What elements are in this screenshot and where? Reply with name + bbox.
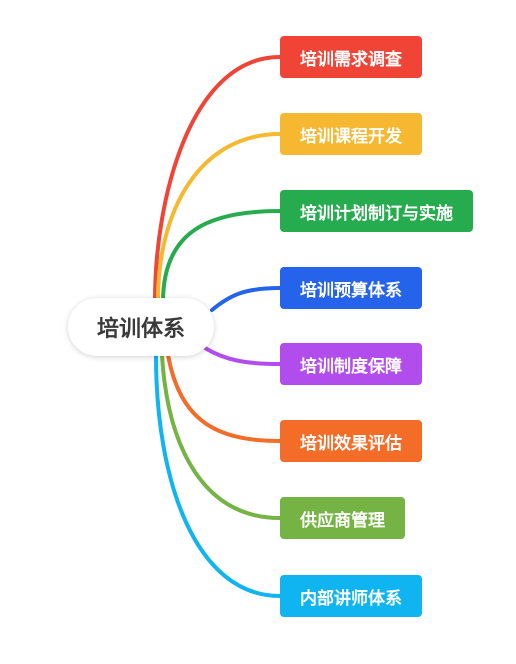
branch-node-plan-and-implementation[interactable]: 培训计划制订与实施 xyxy=(280,190,473,232)
branch-node-course-development[interactable]: 培训课程开发 xyxy=(280,113,422,155)
connector-branch-5 xyxy=(203,346,282,366)
branch-node-training-needs-survey[interactable]: 培训需求调查 xyxy=(280,36,422,78)
branch-node-supplier-management[interactable]: 供应商管理 xyxy=(280,497,405,539)
connector-branch-8 xyxy=(154,354,282,598)
branch-node-label: 供应商管理 xyxy=(300,510,385,531)
connector-branch-6 xyxy=(166,353,282,443)
branch-node-label: 培训效果评估 xyxy=(300,433,402,454)
root-node-training-system[interactable]: 培训体系 xyxy=(68,298,214,356)
connector-branch-1 xyxy=(153,55,282,302)
branch-node-label: 培训预算体系 xyxy=(300,280,402,301)
branch-node-effect-evaluation[interactable]: 培训效果评估 xyxy=(280,420,422,462)
branch-node-label: 培训课程开发 xyxy=(300,126,402,147)
branch-node-label: 培训计划制订与实施 xyxy=(300,203,453,224)
connector-branch-3 xyxy=(161,209,282,304)
branch-node-label: 培训需求调查 xyxy=(300,49,402,70)
branch-node-label: 培训制度保障 xyxy=(300,356,402,377)
branch-node-budget-system[interactable]: 培训预算体系 xyxy=(280,267,422,309)
root-node-label: 培训体系 xyxy=(96,317,185,342)
connector-branch-4 xyxy=(210,286,282,312)
connector-branch-7 xyxy=(160,354,282,520)
branch-node-internal-trainer-system[interactable]: 内部讲师体系 xyxy=(280,575,422,617)
branch-node-label: 内部讲师体系 xyxy=(300,588,402,609)
branch-node-policy-assurance[interactable]: 培训制度保障 xyxy=(280,343,422,385)
connector-branch-2 xyxy=(156,132,282,302)
